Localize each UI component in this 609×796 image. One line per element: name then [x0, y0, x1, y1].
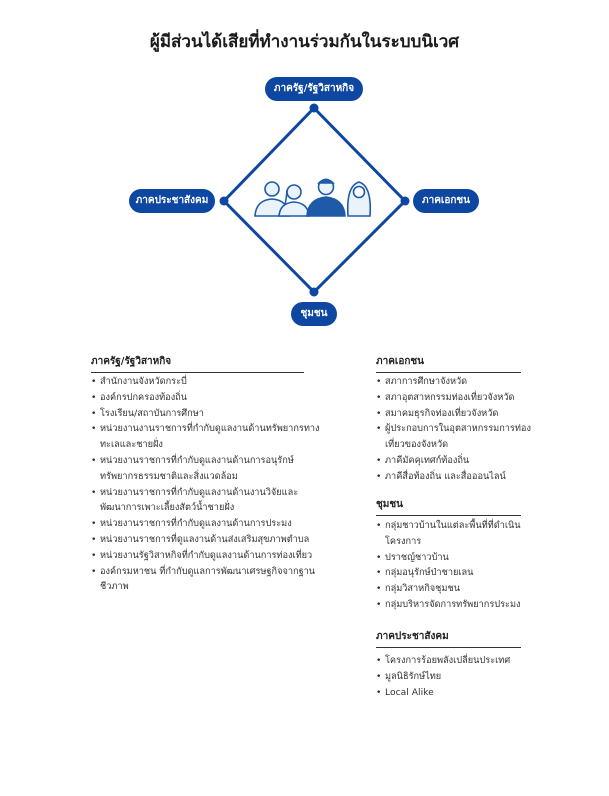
page-title: ผู้มีส่วนได้เสียที่ทำงานร่วมกันในระบบนิเ…	[149, 32, 460, 52]
list-item: กลุ่มบริหารจัดการทรัพยากรประมง	[376, 597, 544, 613]
node-right-label: ภาคเอกชน	[413, 189, 479, 213]
list-item: หน่วยงานราชการที่ดูแลงานด้านส่งเสริมสุขภ…	[91, 532, 329, 548]
section-community-heading: ชุมชน	[376, 497, 521, 516]
node-dot-right	[400, 196, 410, 206]
list-item: หน่วยงานราชการที่กำกับดูแลงานด้านการประม…	[91, 516, 329, 532]
section-government-heading: ภาครัฐ/รัฐวิสาหกิจ	[91, 354, 304, 373]
list-item: สมาคมธุรกิจท่องเที่ยวจังหวัด	[376, 406, 544, 422]
node-left-label: ภาคประชาสังคม	[129, 189, 215, 213]
list-item: สภาอุตสาหกรรมท่องเที่ยวจังหวัด	[376, 390, 544, 406]
list-item: สำนักงานจังหวัดกระบี่	[91, 374, 329, 390]
list-item: หน่วยงานรัฐวิสาหกิจที่กำกับดูแลงานด้านกา…	[91, 548, 329, 564]
list-item: หน่วยงานงานราชการที่กำกับดูแลงานด้านทรัพ…	[91, 421, 329, 453]
list-item: องค์กรปกครองท้องถิ่น	[91, 390, 329, 406]
list-item: กลุ่มอนุรักษ์ป่าชายเลน	[376, 565, 544, 581]
list-item: องค์กรมหาชน ที่กำกับดูแลการพัฒนาเศรษฐกิจ…	[91, 564, 329, 596]
section-civil-list: โครงการร้อยพลังเปลี่ยนประเทศ มูลนิธิรักษ…	[376, 653, 544, 700]
list-item: หน่วยงานราชการที่กำกับดูแลงานด้านการอนุร…	[91, 453, 329, 485]
list-item: สภาการศึกษาจังหวัด	[376, 374, 544, 390]
node-bottom-label: ชุมชน	[291, 302, 337, 326]
section-private-heading: ภาคเอกชน	[376, 354, 521, 373]
node-dot-bottom	[309, 287, 319, 297]
list-item: Local Alike	[376, 685, 544, 701]
list-item: ปราชญ์ชาวบ้าน	[376, 550, 544, 566]
list-item: ผู้ประกอบการในอุตสาหกรรมการท่องเที่ยวของ…	[376, 421, 544, 453]
node-top-label: ภาครัฐ/รัฐวิสาหกิจ	[265, 77, 363, 101]
section-civil-heading: ภาคประชาสังคม	[376, 629, 521, 648]
node-dot-top	[309, 103, 319, 113]
list-item: ภาคีสื่อท้องถิ่น และสื่อออนไลน์	[376, 469, 544, 485]
list-item: ภาคีมัคคุเทศก์ท้องถิ่น	[376, 453, 544, 469]
stakeholder-diagram	[219, 103, 410, 297]
node-dot-left	[219, 196, 229, 206]
list-item: กลุ่มวิสาหกิจชุมชน	[376, 581, 544, 597]
section-private-list: สภาการศึกษาจังหวัด สภาอุตสาหกรรมท่องเที่…	[376, 374, 544, 485]
section-government-list: สำนักงานจังหวัดกระบี่ องค์กรปกครองท้องถิ…	[91, 374, 329, 595]
list-item: กลุ่มชาวบ้านในแต่ละพื้นที่ที่ดำเนินโครงก…	[376, 518, 544, 550]
list-item: โรงเรียน/สถาบันการศึกษา	[91, 406, 329, 422]
list-item: มูลนิธิรักษ์ไทย	[376, 669, 544, 685]
list-item: หน่วยงานราชการที่กำกับดูแลงานด้านงานวิจั…	[91, 485, 329, 517]
people-group-icon	[254, 178, 372, 217]
list-item: โครงการร้อยพลังเปลี่ยนประเทศ	[376, 653, 544, 669]
section-community-list: กลุ่มชาวบ้านในแต่ละพื้นที่ที่ดำเนินโครงก…	[376, 518, 544, 613]
